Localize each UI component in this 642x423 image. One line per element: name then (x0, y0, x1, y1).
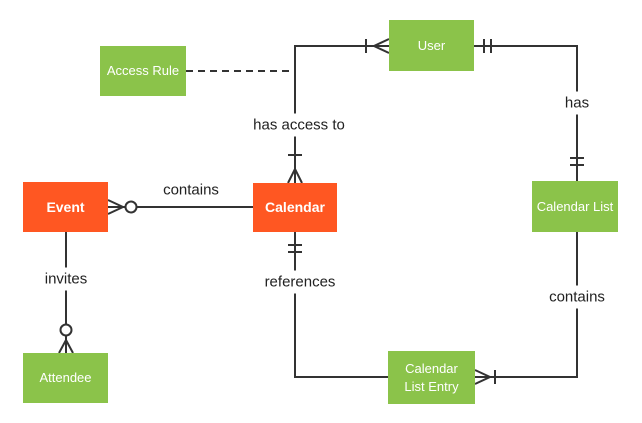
relationship-label-has: has (559, 91, 595, 115)
cardinality-many-icon (107, 199, 126, 215)
entity-label: Calendar List (536, 198, 614, 214)
connector-calendarlist-contains-entry (474, 232, 578, 385)
entity-label: User (417, 37, 446, 53)
entity-label: Access Rule (106, 63, 180, 79)
entity-label: Event (46, 198, 85, 215)
entity-calendar[interactable]: Calendar (253, 183, 337, 232)
entity-label: Calendar (265, 199, 325, 216)
connector-event-contains-calendar (107, 199, 253, 215)
entity-calendar-list[interactable]: Calendar List (532, 181, 618, 232)
cardinality-zero-icon (124, 200, 138, 214)
connector-calendar-hasaccessto-user (287, 38, 390, 184)
connector-event-invites-attendee (58, 232, 74, 354)
relationship-label-invites: invites (39, 267, 93, 291)
entity-calendar-list-entry[interactable]: Calendar List Entry (388, 351, 475, 404)
entity-access-rule[interactable]: Access Rule (100, 46, 186, 96)
relationship-label-contains-event-calendar: contains (158, 178, 224, 202)
entity-label: Calendar List Entry (404, 360, 459, 394)
entity-label: Attendee (39, 370, 92, 386)
cardinality-many-icon (58, 337, 74, 354)
cardinality-zero-icon (59, 323, 73, 337)
cardinality-many-icon (474, 369, 493, 385)
entity-event[interactable]: Event (23, 182, 108, 232)
relationship-label-has-access-to: has access to (248, 113, 350, 137)
relationship-label-references: references (259, 270, 341, 294)
cardinality-many-icon (287, 166, 303, 184)
entity-attendee[interactable]: Attendee (23, 353, 108, 403)
relationship-label-contains-list-entry: contains (544, 285, 610, 309)
entity-user[interactable]: User (389, 20, 474, 71)
connector-calendar-references-entry (288, 232, 388, 378)
connector-user-has-calendarlist (474, 39, 584, 181)
cardinality-many-icon (371, 38, 390, 54)
